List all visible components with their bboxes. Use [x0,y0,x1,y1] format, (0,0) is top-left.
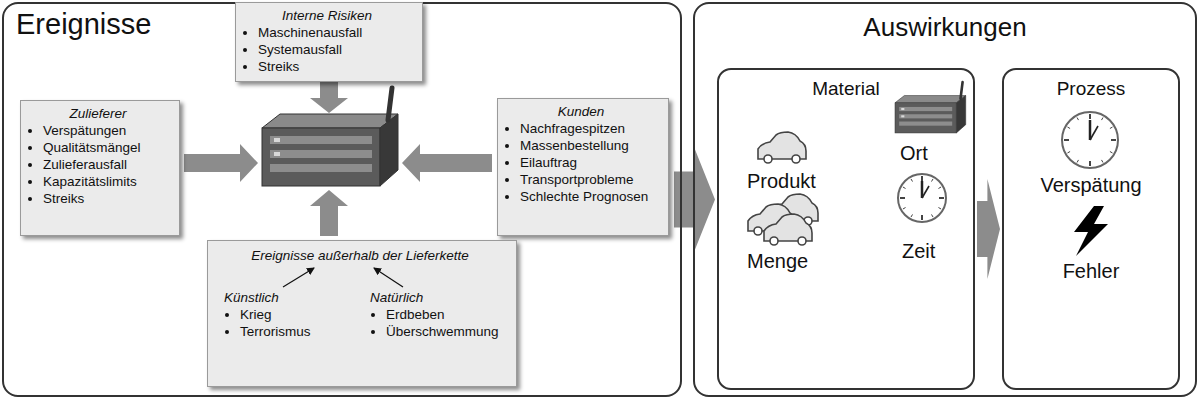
risk-box: Ereignisse außerhalb der LieferketteKüns… [207,240,517,387]
delay-clock-icon [1062,112,1118,168]
sub-heading: Natürlich [370,289,499,306]
error-lightning-icon [1074,206,1108,256]
panel-title: Material [719,78,973,100]
bullet-item: Erdbeben [386,306,499,323]
risk-box: KundenNachfragespitzenMassenbestellungEi… [497,98,669,236]
bullet-item: Qualitätsmängel [43,139,169,156]
icon-label: Zeit [902,240,935,263]
product-icon [758,132,806,163]
risk-box: ZuliefererVerspätungenQualitätsmängelZul… [20,100,180,236]
material-box: MaterialProdukt OrtMenge Zeit [717,68,975,390]
bullet-item: Verspätungen [43,122,169,139]
sub-heading: Künstlich [224,289,311,306]
bullet-list: ErdbebenÜberschwemmung [370,306,499,340]
bullet-item: Eilauftrag [520,154,658,171]
panel-title: Auswirkungen [695,12,1195,43]
quantity-icon [748,194,818,245]
bullet-item: Transportprobleme [520,171,658,188]
flow-arrow [977,179,1000,279]
events-panel: EreignisseInterne RisikenMaschinenausfal… [2,2,682,397]
box-heading: Zulieferer [27,105,169,122]
bullet-item: Streiks [258,58,412,75]
bullet-item: Maschinenausfall [258,24,412,41]
icon-label: Menge [747,250,808,273]
time-clock-icon [898,174,946,222]
risk-box: Interne RisikenMaschinenausfallSystemaus… [235,2,423,82]
bullet-item: Überschwemmung [386,323,499,340]
sub-column: NatürlichErdbebenÜberschwemmung [370,289,499,340]
box-heading: Interne Risiken [242,7,412,24]
bullet-list: VerspätungenQualitätsmängelZulieferausfa… [27,122,169,207]
bullet-item: Streiks [43,190,169,207]
bullet-item: Nachfragespitzen [520,120,658,137]
sub-column: KünstlichKriegTerrorismus [224,289,311,340]
bullet-item: Zulieferausfall [43,156,169,173]
icon-label: Produkt [747,170,816,193]
bullet-item: Terrorismus [240,323,311,340]
bullet-list: MaschinenausfallSystemausfallStreiks [242,24,412,75]
bullet-list: NachfragespitzenMassenbestellungEilauftr… [504,120,658,205]
bullet-item: Massenbestellung [520,137,658,154]
bullet-item: Krieg [240,306,311,323]
location-icon [895,82,966,133]
effects-panel: AuswirkungenMaterialProdukt OrtMenge Zeit P… [693,2,1197,397]
inbound-arrows [184,82,492,236]
box-heading: Ereignisse außerhalb der Lieferkette [214,247,506,264]
bullet-item: Kapazitätslimits [43,173,169,190]
panel-title: Prozess [1004,78,1178,100]
process-box: ProzessVerspätungFehler [1002,68,1180,390]
icon-label: Ort [900,142,928,165]
box-heading: Kunden [504,103,658,120]
bullet-item: Schlechte Prognosen [520,188,658,205]
icon-label: Verspätung [1004,174,1178,197]
bullet-list: KriegTerrorismus [224,306,311,340]
bullet-item: Systemausfall [258,41,412,58]
icon-label: Fehler [1004,260,1178,283]
router-icon [262,88,398,186]
